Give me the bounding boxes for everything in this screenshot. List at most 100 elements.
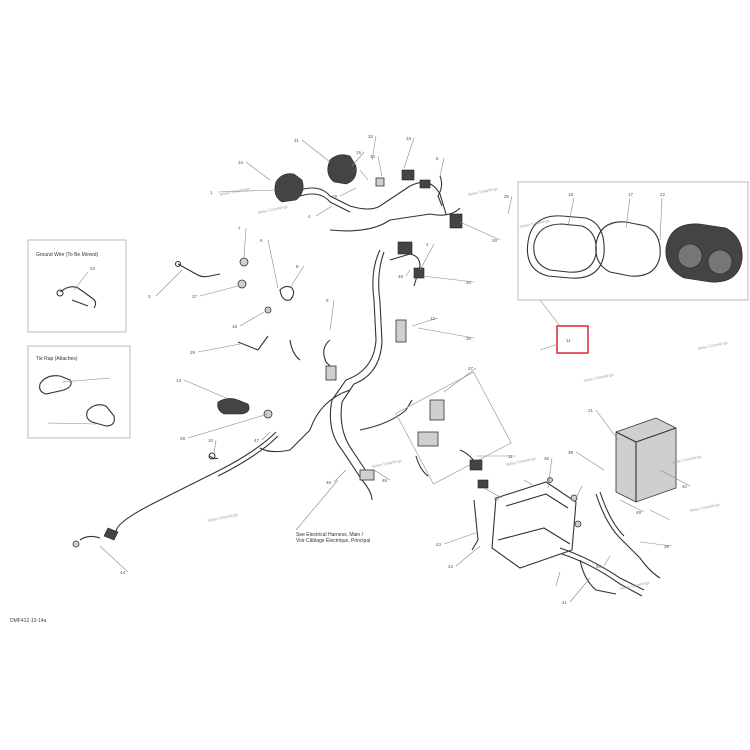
callout-number[interactable]: 47 xyxy=(254,438,260,443)
callout-number[interactable]: 27 xyxy=(468,366,474,371)
leader-line xyxy=(555,571,561,587)
callout-number: 17 xyxy=(628,192,634,197)
leader-line xyxy=(339,187,357,197)
watermark-text: Water Smarkings xyxy=(619,580,650,591)
callout-number[interactable]: 48 xyxy=(398,274,404,279)
callout-number[interactable]: 11 xyxy=(508,454,513,459)
harness-note-line-1: See Electrical Harness, Main / xyxy=(296,532,364,538)
callout-number[interactable]: 36 xyxy=(544,456,550,461)
callout-number[interactable]: 43 xyxy=(436,542,442,547)
callout-number[interactable]: 25 xyxy=(504,194,510,199)
callout-number[interactable]: 4 xyxy=(308,214,311,219)
ground-wire-callout: Ground Wire (To Be Moved) 23 xyxy=(27,239,127,333)
leader-line xyxy=(483,487,503,499)
ground-wire-title: Ground Wire (To Be Moved) xyxy=(36,252,99,258)
callout-number[interactable]: 9 xyxy=(326,298,329,303)
leader-line xyxy=(187,413,269,439)
long-cable xyxy=(72,431,279,548)
switch-bracket xyxy=(395,371,512,489)
battery-assembly xyxy=(471,417,677,597)
leader-line xyxy=(183,379,227,399)
callout-number[interactable]: 21 xyxy=(588,408,594,413)
callout-number[interactable]: 8 xyxy=(296,264,299,269)
leader-line xyxy=(575,451,605,471)
callout-number[interactable]: 42 xyxy=(448,564,454,569)
leader-line xyxy=(649,509,671,521)
watermark-text: Water Smarkings xyxy=(467,186,498,197)
callout-number[interactable]: 39 xyxy=(664,544,670,549)
watermark-text: Water Smarkings xyxy=(505,456,536,467)
harness-note-line-2: Voir Câblage Électrique, Principal xyxy=(296,537,370,544)
callout-number[interactable]: 5 xyxy=(436,156,439,161)
callout-number[interactable]: 12 xyxy=(430,316,436,321)
callout-number[interactable]: 20 xyxy=(352,168,358,173)
callout-number[interactable]: 13 xyxy=(176,378,182,383)
leader-line xyxy=(443,367,477,393)
leader-line xyxy=(155,269,183,297)
callout-number[interactable]: 10 xyxy=(208,438,214,443)
callout-number[interactable]: 44 xyxy=(120,570,126,575)
callout-number[interactable]: 49 xyxy=(636,510,642,515)
callout-number[interactable]: 2 xyxy=(426,242,429,247)
callout-number[interactable]: 29 xyxy=(190,350,196,355)
highlighted-callout-number: 11 xyxy=(566,338,571,343)
leader-line xyxy=(315,205,333,217)
callout-number[interactable]: 16 xyxy=(232,324,238,329)
callout-number[interactable]: 7 xyxy=(238,226,241,231)
leader-line xyxy=(329,299,335,331)
callout-number[interactable]: 19 xyxy=(332,194,338,199)
callout-number[interactable]: 1 xyxy=(210,190,213,195)
leader-line xyxy=(595,409,619,441)
leader-line xyxy=(99,545,129,573)
harness-note: See Electrical Harness, Main / Voir Câbl… xyxy=(295,479,370,544)
watermark-text: Water Smarkings xyxy=(689,502,720,513)
tie-rap-callout: Tie Rap (Attaches) xyxy=(27,345,131,439)
leader-line xyxy=(569,577,591,603)
callout-number[interactable]: 30 xyxy=(466,280,472,285)
watermark-text: Water Smarkings xyxy=(519,218,550,229)
leader-line xyxy=(261,431,271,441)
leader-line xyxy=(507,195,513,215)
callout-number[interactable]: 34 xyxy=(238,160,244,165)
callout-number[interactable]: 33 xyxy=(406,136,412,141)
leader-line xyxy=(371,135,377,161)
callout-number[interactable]: 46 xyxy=(382,478,388,483)
leader-line xyxy=(575,485,583,499)
callout-number[interactable]: 38 xyxy=(568,450,574,455)
callout-number[interactable]: 45 xyxy=(326,480,332,485)
callout-number[interactable]: 50 xyxy=(596,564,602,569)
leader-line xyxy=(419,243,435,271)
top-harness xyxy=(274,154,463,232)
leader-line xyxy=(619,499,645,513)
callout-number[interactable]: 6 xyxy=(260,238,263,243)
leader-line xyxy=(417,327,475,339)
callout-number[interactable]: 3 xyxy=(148,294,151,299)
leader-line xyxy=(359,169,369,181)
callout-number[interactable]: 14 xyxy=(370,154,376,159)
callout-number[interactable]: 37 xyxy=(192,294,198,299)
callout-number[interactable]: 40 xyxy=(682,484,688,489)
callout-number[interactable]: 24 xyxy=(494,496,500,501)
callout-number[interactable]: 35 xyxy=(466,336,472,341)
leader-line xyxy=(199,285,239,297)
callout-number[interactable]: 28 xyxy=(180,436,186,441)
callout-number[interactable]: 31 xyxy=(294,138,300,143)
highlighted-callout[interactable] xyxy=(556,325,589,354)
callout-number[interactable]: 15 xyxy=(356,150,362,155)
watermark-text: Water Smarkings xyxy=(583,372,614,383)
callout-number[interactable]: 32 xyxy=(368,134,374,139)
leader-line xyxy=(289,265,305,289)
leader-line xyxy=(405,269,411,277)
watermark-text: Water Smarkings xyxy=(697,340,728,351)
tie-rap-title: Tie Rap (Attaches) xyxy=(36,356,78,362)
leader-line xyxy=(403,137,415,169)
leader-line xyxy=(603,555,611,567)
leader-line xyxy=(421,275,475,283)
callout-number[interactable]: 41 xyxy=(562,600,568,605)
watermark-text: Water Smarkings xyxy=(257,204,288,215)
callout-number[interactable]: 26 xyxy=(492,238,498,243)
leader-line xyxy=(547,457,553,489)
leader-line xyxy=(333,469,347,483)
